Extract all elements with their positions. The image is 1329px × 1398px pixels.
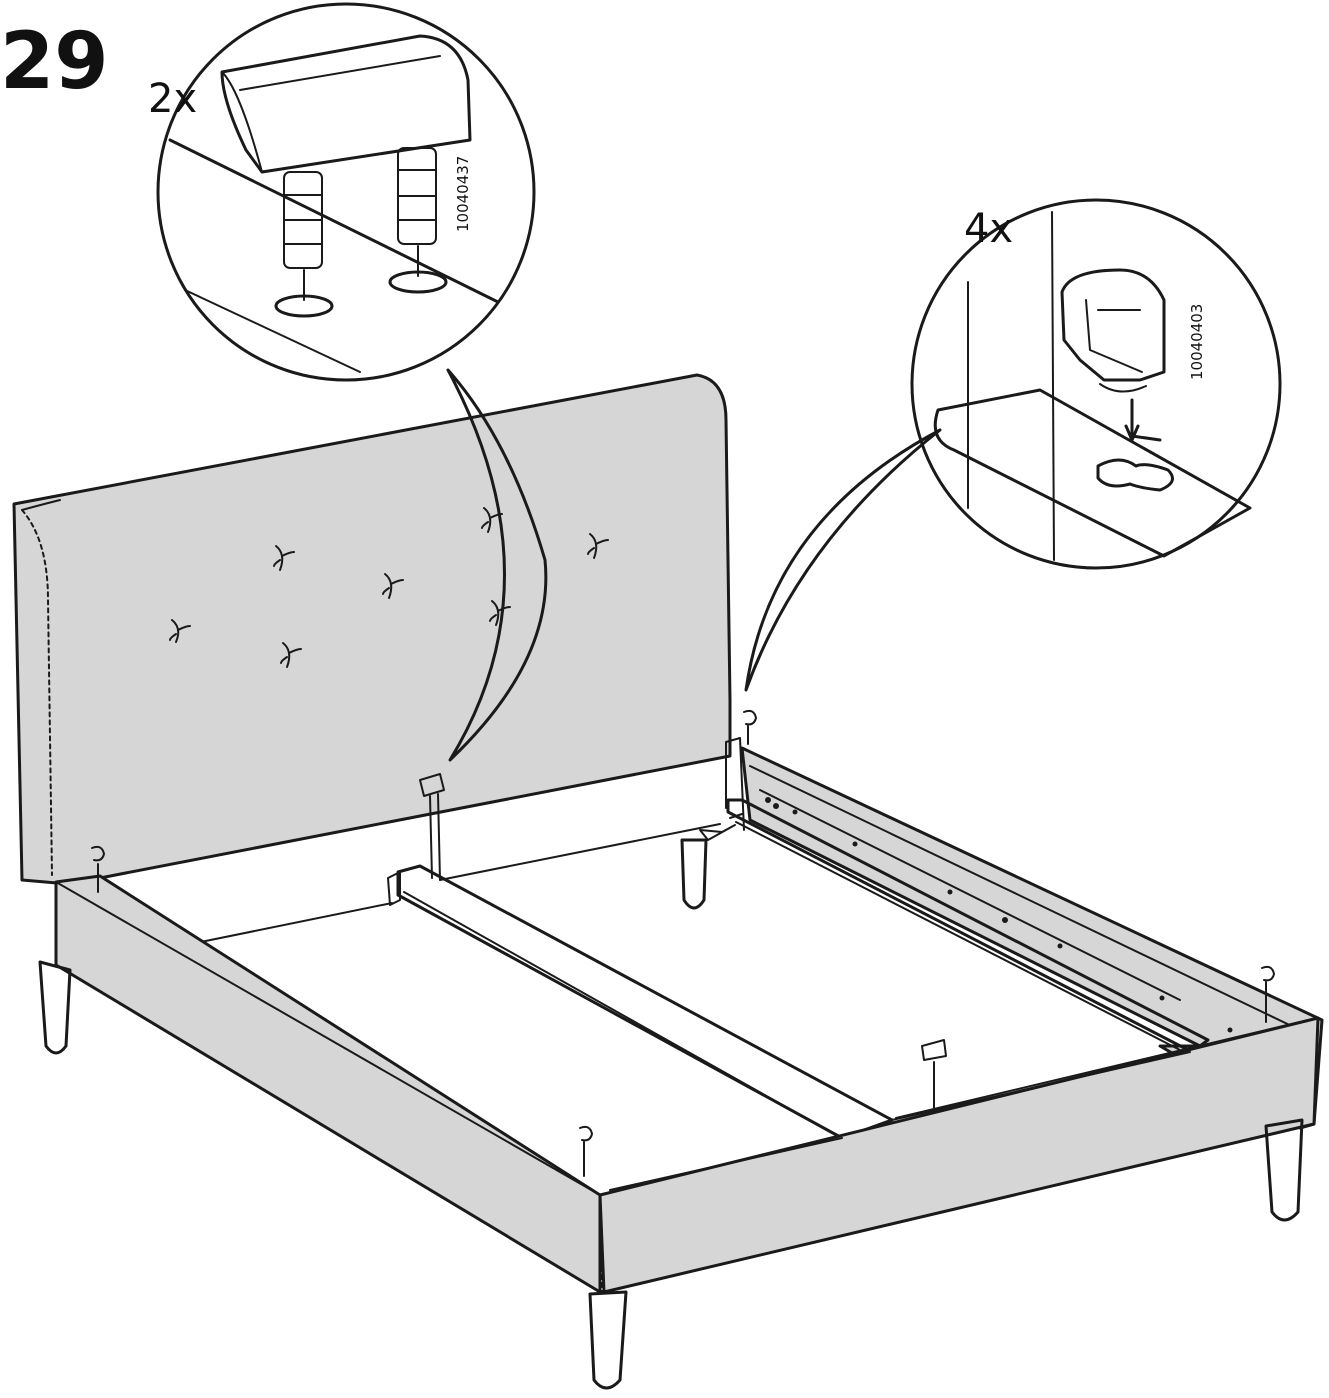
slat-rail-right-lip [735, 821, 1181, 1051]
tuft-button-icon [382, 573, 404, 599]
callout-right-rail [933, 388, 1252, 558]
headboard-side-seam [21, 509, 53, 876]
inner-floor-front [609, 1051, 1191, 1191]
rail-holes [765, 797, 1233, 1033]
side-rail-front-top [55, 881, 601, 1196]
tuft-button-icon [587, 533, 609, 559]
side-rail-right-inner [749, 765, 1301, 1031]
callout-left-part-number: 10040437 [454, 156, 472, 232]
corner-bracket [699, 824, 736, 841]
center-beam [396, 864, 894, 1140]
footboard [598, 1016, 1320, 1294]
leg-icon [588, 1290, 628, 1390]
keyhole-slot [1096, 458, 1174, 492]
leg-icon [38, 960, 72, 1055]
support-pin [283, 171, 323, 269]
callout-left-panel-edge-lower [184, 289, 361, 373]
bracket-hook-detail [1085, 299, 1143, 373]
callout-left-pointer [446, 368, 548, 762]
leg-icon [680, 838, 708, 910]
tuft-button-icon [280, 642, 302, 668]
bracket-hook-icon [1261, 965, 1275, 1023]
callout-left-panel-edge [168, 138, 500, 304]
callout-left-circle [156, 2, 536, 382]
bracket-hook-icon [579, 1125, 593, 1177]
headboard-post [725, 737, 745, 831]
callout-left-quantity: 2x [148, 76, 197, 122]
tuft-button-icon [481, 507, 503, 533]
insert-arrow-head [1124, 424, 1140, 442]
support-cap [220, 34, 472, 174]
tuft-button-icon [273, 545, 295, 571]
callout-right-quantity: 4x [964, 206, 1013, 252]
support-fitting-icon [419, 773, 445, 881]
center-beam-edge [403, 891, 835, 1135]
step-number: 29 [0, 17, 109, 107]
insert-arrow [1130, 398, 1162, 442]
callout-right-part-number: 10040403 [1188, 304, 1206, 380]
support-fitting-icon [921, 1039, 947, 1109]
callout-right-rail-edge [953, 449, 1165, 557]
callout-right-pointer [744, 428, 942, 692]
support-cap-edge [221, 55, 441, 173]
callout-right: 4x 10040403 [744, 198, 1282, 692]
bracket-hook-icon [91, 845, 105, 893]
callout-right-post [1051, 211, 1055, 561]
bracket-hook-icon [743, 709, 757, 745]
headboard [12, 373, 732, 885]
headboard-top-edge [21, 499, 61, 511]
support-pin [397, 147, 437, 245]
side-rail-front [54, 874, 602, 1294]
callout-right-circle [910, 198, 1282, 570]
tuft-button-icon [489, 600, 511, 626]
callout-left: 2x 10040437 [148, 2, 548, 762]
bracket-hook-base [1099, 383, 1147, 393]
tuft-buttons [169, 507, 609, 668]
bracket-hook-icon [1060, 268, 1166, 382]
center-beam-bracket [387, 871, 401, 906]
bed-frame [12, 373, 1324, 1390]
tuft-button-icon [169, 619, 191, 643]
side-rail-right [740, 746, 1324, 1130]
leg-icon [1264, 1118, 1304, 1222]
footboard-inner-edge [599, 1021, 1301, 1196]
